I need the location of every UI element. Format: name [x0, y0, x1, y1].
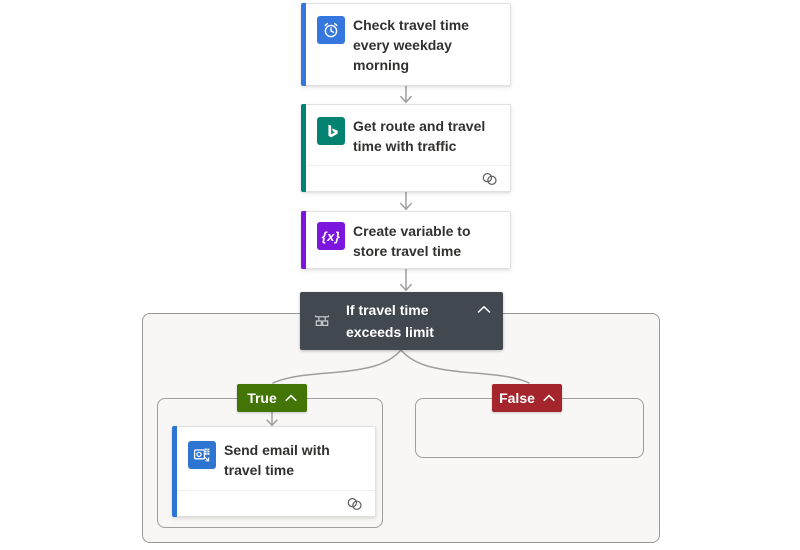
- condition-card-if-travel-time[interactable]: If travel time exceeds limit: [300, 292, 503, 350]
- card-footer: [302, 165, 510, 192]
- trigger-card-check-travel-time[interactable]: Check travel time every weekday morning: [301, 3, 511, 86]
- flow-arrow: [266, 412, 278, 427]
- bing-maps-icon: [317, 117, 345, 145]
- card-accent-bar: [301, 211, 306, 269]
- connection-icon[interactable]: [481, 172, 499, 186]
- card-title: Get route and travel time with traffic: [353, 118, 486, 154]
- chevron-up-icon[interactable]: [285, 394, 297, 402]
- false-branch-label: False: [499, 390, 535, 406]
- branch-connectors: [272, 349, 530, 384]
- card-accent-bar: [301, 104, 306, 192]
- chevron-up-icon[interactable]: [543, 394, 555, 402]
- flow-arrow: [400, 86, 412, 104]
- true-branch-badge[interactable]: True: [237, 384, 307, 412]
- false-branch-badge[interactable]: False: [492, 384, 562, 412]
- true-branch-label: True: [247, 390, 277, 406]
- variable-icon-glyph: {x}: [321, 228, 341, 244]
- action-card-create-variable[interactable]: {x} Create variable to store travel time: [301, 211, 511, 269]
- action-card-send-email[interactable]: Send email with travel time: [172, 426, 376, 517]
- variable-icon: {x}: [317, 222, 345, 250]
- card-title: Check travel time every weekday morning: [353, 17, 469, 73]
- alarm-clock-icon: [317, 16, 345, 44]
- flow-arrow: [400, 269, 412, 292]
- condition-icon: [312, 311, 332, 331]
- action-card-get-route[interactable]: Get route and travel time with traffic: [301, 104, 511, 192]
- card-accent-bar: [301, 3, 306, 86]
- flow-arrow: [400, 192, 412, 211]
- outlook-icon: [188, 441, 216, 469]
- card-accent-bar: [172, 426, 177, 517]
- chevron-up-icon[interactable]: [477, 301, 491, 319]
- card-title: Create variable to store travel time: [353, 223, 471, 259]
- connection-icon[interactable]: [346, 497, 364, 511]
- card-footer: [173, 490, 375, 517]
- card-title: Send email with travel time: [224, 442, 330, 478]
- condition-title: If travel time exceeds limit: [346, 302, 434, 340]
